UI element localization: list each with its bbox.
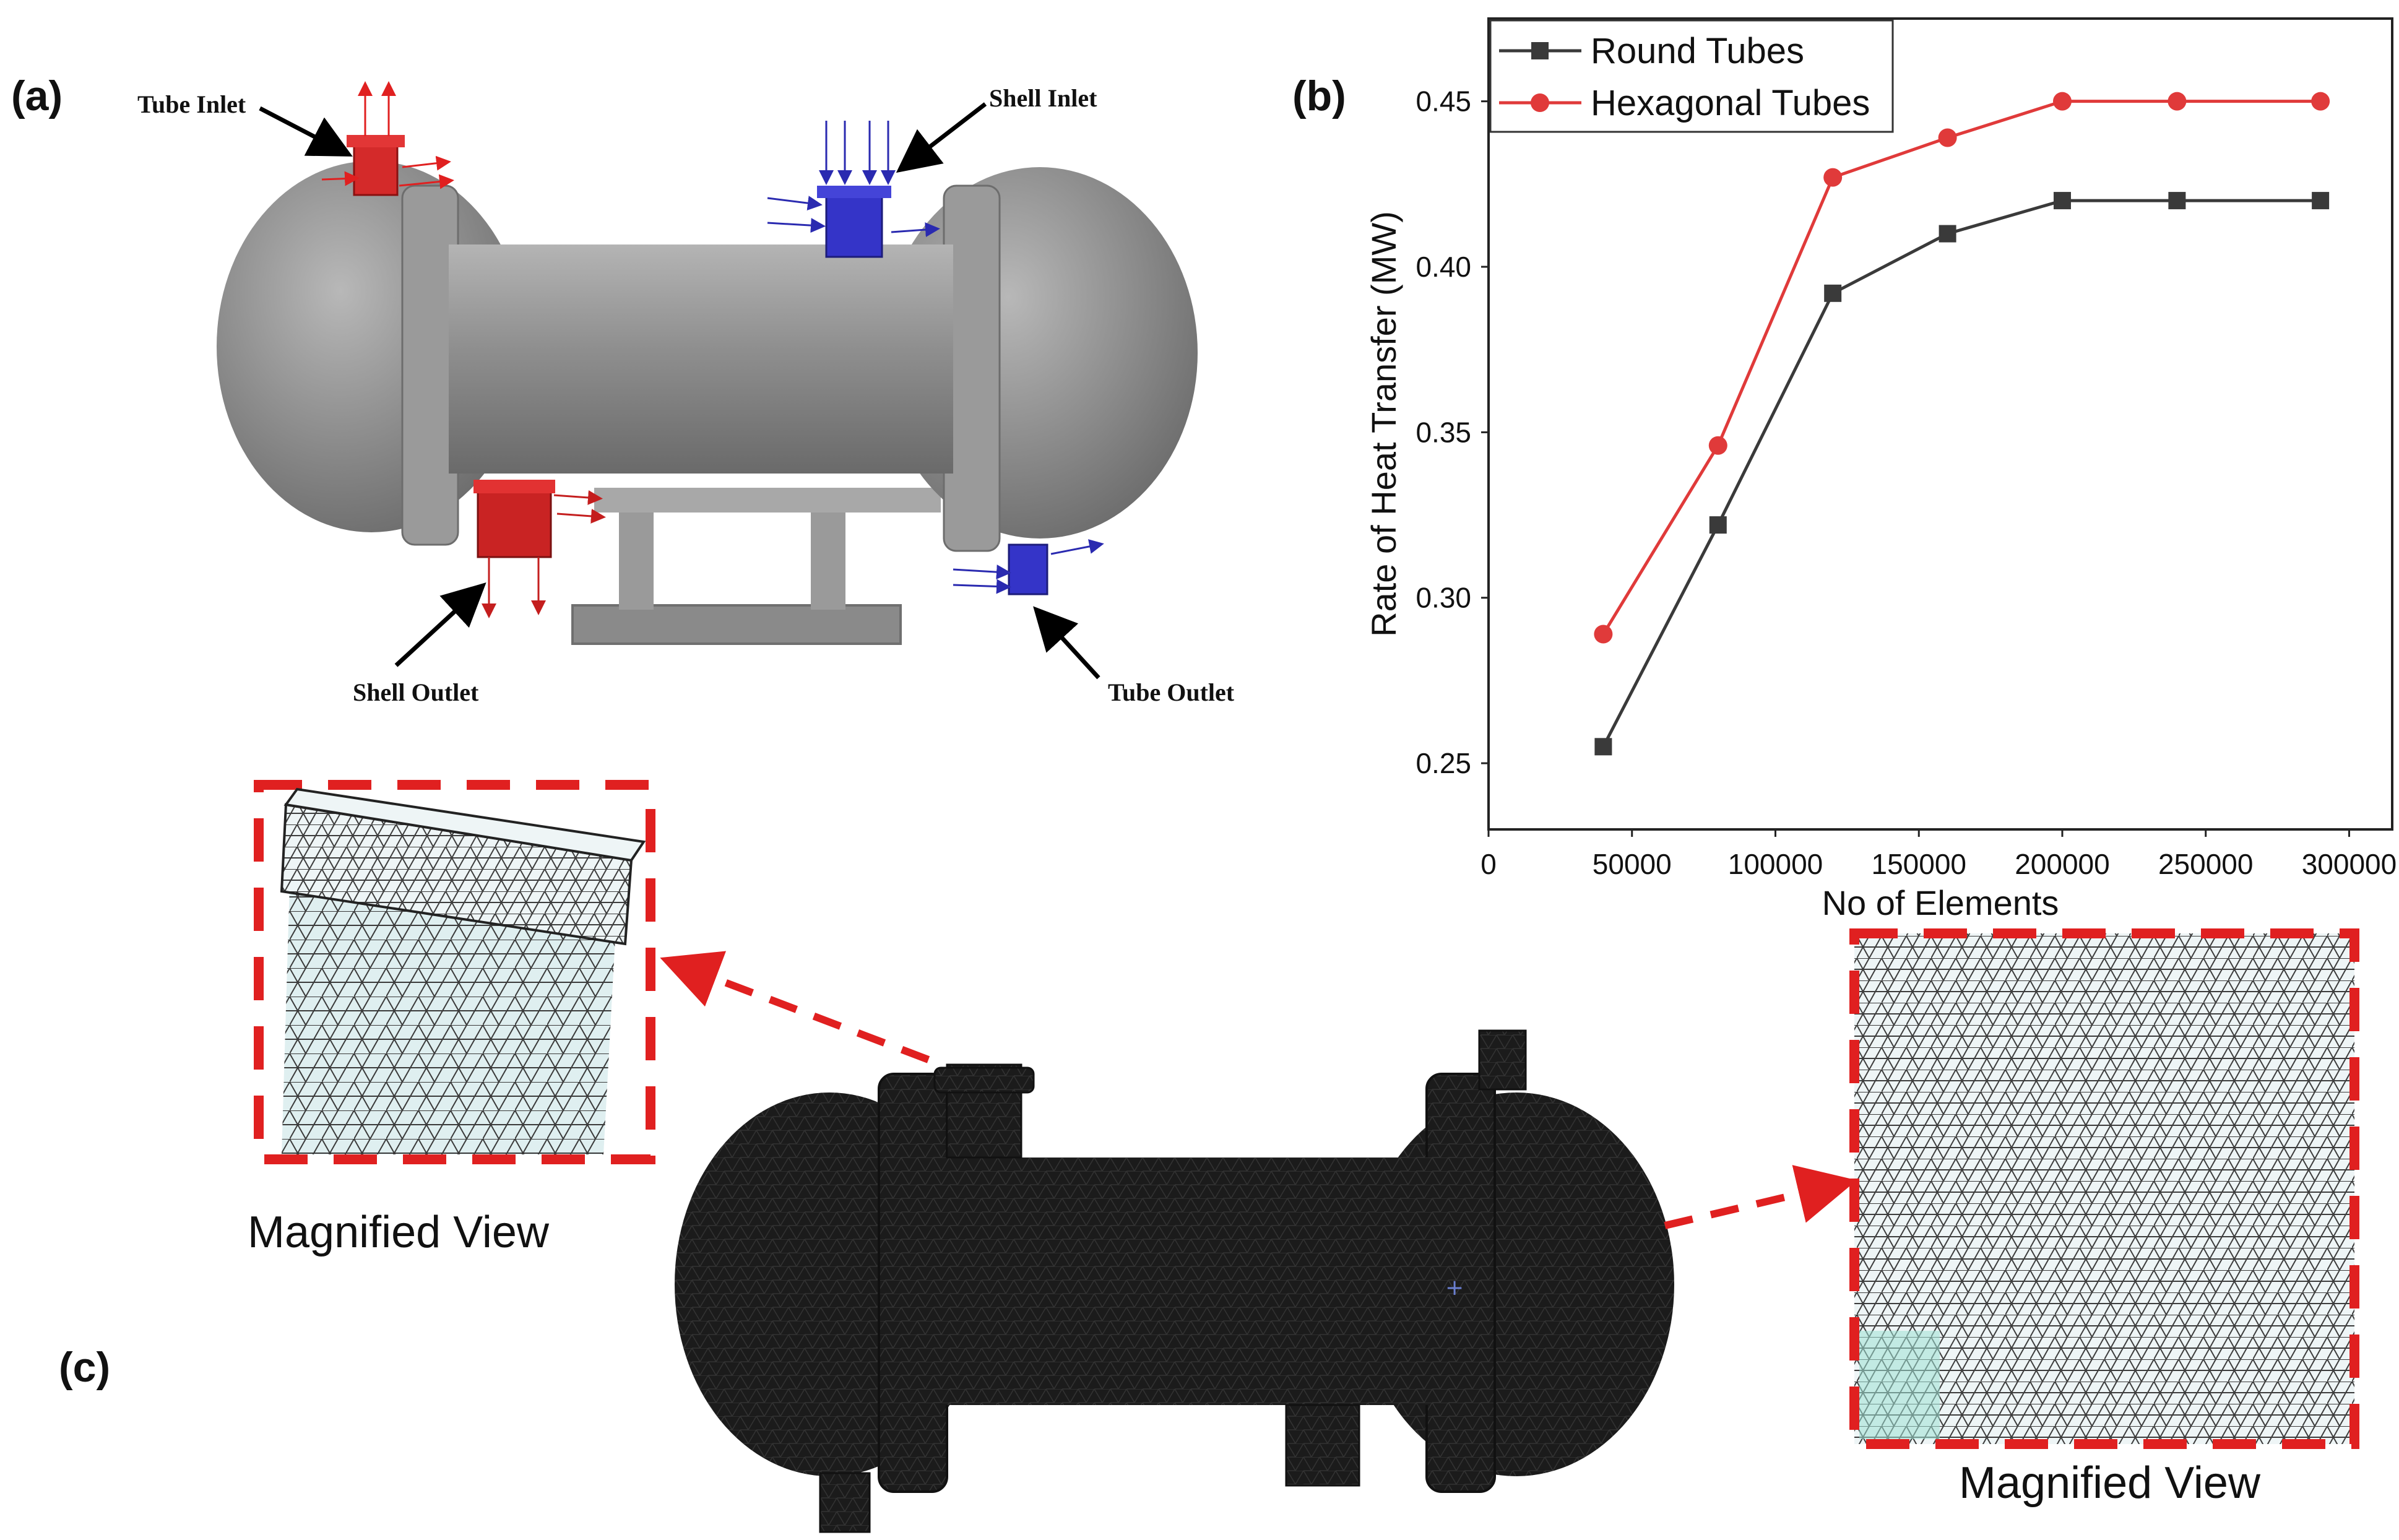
data-point-round-tubes [2312, 192, 2330, 210]
magnified-view-right [1849, 928, 2359, 1449]
mesh-shell-cylinder [928, 1157, 1436, 1405]
y-tick-label: 0.35 [1416, 416, 1471, 448]
x-tick-label: 150000 [1871, 848, 1966, 880]
data-point-hexagonal-tubes [1938, 128, 1957, 147]
magnified-view-right-label: Magnified View [1959, 1458, 2261, 1508]
y-axis-ticks: 0.25 0.30 0.35 0.40 0.45 [1416, 85, 1489, 779]
tube-outlet-flow-arrow [953, 579, 1011, 594]
callout-arrow-shell-inlet [896, 102, 987, 173]
x-axis-title: No of Elements [1822, 883, 2059, 922]
data-point-hexagonal-tubes [2311, 92, 2330, 111]
callout-arrow-tube-inlet [259, 106, 353, 157]
x-axis-ticks: 0 50000 100000 150000 200000 250000 300000 [1480, 829, 2397, 880]
chart-legend: Round Tubes Hexagonal Tubes [1489, 19, 1894, 133]
data-point-hexagonal-tubes [1594, 625, 1613, 644]
mesh-bottom-left-nozzle [819, 1472, 871, 1533]
tube-outlet-port [1008, 543, 1048, 595]
legend-marker-hexagonal-tubes [1531, 93, 1549, 112]
tube-inlet-flow-arrow [399, 174, 454, 189]
zoom-pointer-left [660, 951, 930, 1063]
series-line-round-tubes [1602, 199, 2321, 748]
heat-transfer-chart: 0 50000 100000 150000 200000 250000 300000 0.2… [1364, 17, 2397, 922]
zoom-pointer-right [1664, 1165, 1857, 1229]
data-point-hexagonal-tubes [1708, 436, 1727, 455]
tube-inlet-flow-arrow [321, 171, 360, 186]
data-point-hexagonal-tubes [2168, 92, 2187, 111]
x-tick-label: 300000 [2302, 848, 2397, 880]
x-tick-label: 100000 [1728, 848, 1823, 880]
y-axis-title: Rate of Heat Transfer (MW) [1364, 211, 1403, 637]
series-line-hexagonal-tubes [1602, 100, 2321, 635]
support-leg-left [619, 504, 654, 610]
data-point-hexagonal-tubes [2052, 92, 2072, 111]
shell-inlet-port [825, 188, 883, 258]
support-leg-right [811, 504, 845, 610]
callout-shell-inlet: Shell Inlet [989, 84, 1097, 112]
series-layer [1594, 92, 2330, 756]
x-tick-label: 200000 [2015, 848, 2110, 880]
heat-exchanger-model [217, 81, 1198, 645]
legend-label-round-tubes: Round Tubes [1591, 31, 1804, 71]
y-tick-label: 0.30 [1416, 582, 1471, 614]
mesh-bottom-nozzle [1285, 1404, 1360, 1487]
x-tick-label: 50000 [1593, 848, 1672, 880]
callout-tube-inlet: Tube Inlet [137, 90, 246, 118]
tube-outlet-flow-arrow [1050, 539, 1104, 555]
y-tick-label: 0.25 [1416, 747, 1471, 779]
shell-outlet-flange [473, 480, 555, 493]
data-point-hexagonal-tubes [1823, 168, 1843, 187]
callout-tube-outlet: Tube Outlet [1108, 678, 1235, 706]
magnified-view-left [254, 780, 655, 1164]
shell-outlet-flow-arrow [556, 508, 606, 524]
support-base [571, 604, 902, 645]
data-point-round-tubes [1709, 516, 1727, 534]
callout-arrow-tube-outlet [1033, 606, 1100, 680]
shell-inlet-flange [817, 186, 891, 198]
tube-inlet-flow-arrow [402, 155, 451, 171]
legend-marker-round-tubes [1531, 42, 1549, 59]
callout-arrow-shell-outlet [394, 582, 486, 667]
mesh-origin-marker: + [1445, 1275, 1464, 1300]
data-point-round-tubes [1824, 284, 1842, 302]
meshed-heat-exchanger: + [675, 1029, 1674, 1533]
shell-inlet-flow-arrow [767, 218, 826, 233]
data-point-round-tubes [2053, 192, 2071, 210]
support-beam [594, 488, 941, 513]
tube-outlet-flow-arrow [953, 565, 1011, 580]
x-tick-label: 0 [1480, 848, 1497, 880]
x-tick-label: 250000 [2158, 848, 2254, 880]
mesh-nozzle-flange-top [283, 787, 646, 862]
shell-outlet-port [477, 482, 552, 558]
legend-label-hexagonal-tubes: Hexagonal Tubes [1591, 83, 1870, 123]
y-tick-label: 0.40 [1416, 251, 1471, 283]
data-point-round-tubes [1594, 738, 1612, 756]
panel-label-a: (a) [11, 72, 63, 119]
mesh-highlight-corner [1859, 1331, 1940, 1439]
plot-area-frame [1487, 17, 2393, 831]
shell-inlet-flow-arrow [767, 196, 823, 211]
y-tick-label: 0.45 [1416, 85, 1471, 118]
tube-inlet-port [353, 138, 399, 196]
tube-inlet-flange [347, 135, 405, 147]
mesh-top-left-nozzle-flange [933, 1066, 1035, 1094]
data-point-round-tubes [1939, 225, 1956, 243]
data-point-round-tubes [2168, 192, 2186, 210]
callout-shell-outlet: Shell Outlet [353, 678, 479, 706]
shell-inlet-flow-arrow [891, 222, 940, 238]
mesh-top-right-nozzle [1478, 1029, 1527, 1091]
magnified-view-left-label: Magnified View [248, 1208, 550, 1257]
shell-outlet-flow-arrow [553, 490, 603, 505]
panel-label-c: (c) [59, 1344, 110, 1391]
shell-cylinder [449, 244, 953, 474]
panel-label-b: (b) [1292, 72, 1346, 119]
legend-box [1489, 19, 1894, 133]
